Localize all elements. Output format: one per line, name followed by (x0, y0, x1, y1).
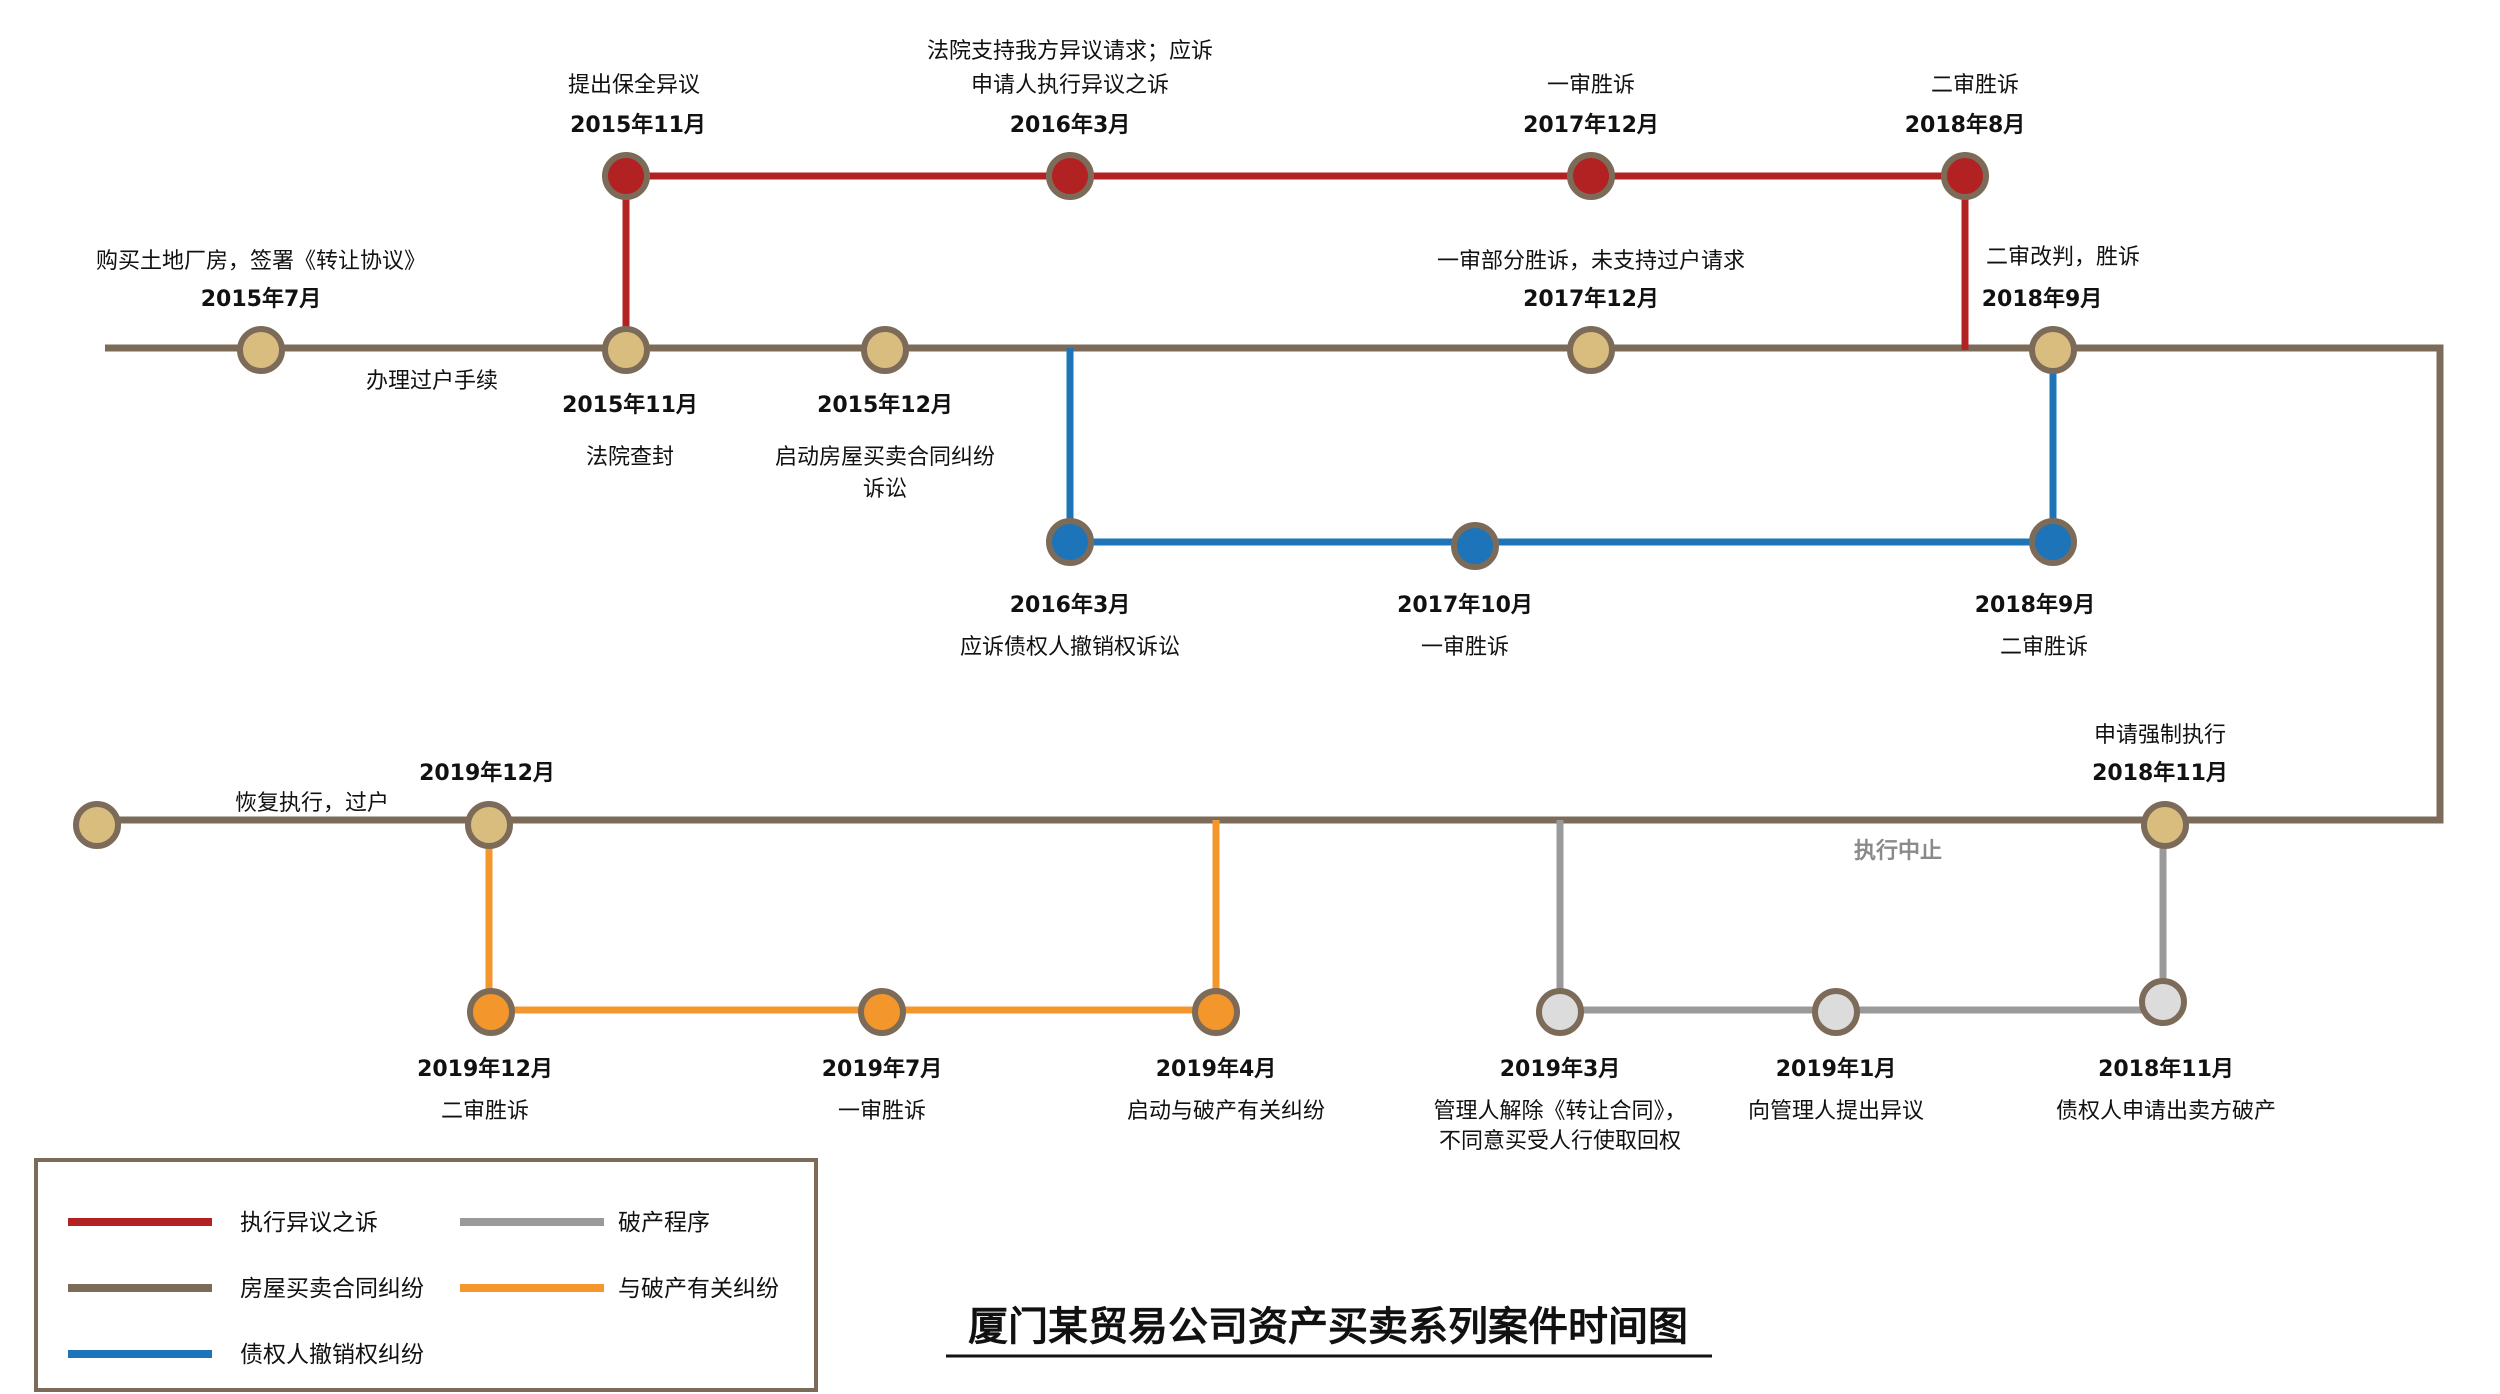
event-date: 2018年9月 (1975, 592, 2096, 618)
event-label: 二审改判，胜诉 (1986, 245, 2140, 270)
event-date: 2019年12月 (419, 760, 555, 786)
event-date: 2015年11月 (562, 392, 698, 418)
event-label: 购买土地厂房，签署《转让协议》 (96, 249, 426, 274)
event-date: 2017年12月 (1523, 112, 1659, 138)
node-end (73, 801, 121, 849)
event-label: 诉讼 (863, 477, 907, 502)
node-red-second-instance (1941, 152, 1989, 200)
event-label: 提出保全异议 (568, 73, 700, 98)
event-label: 启动与破产有关纠纷 (1127, 1099, 1325, 1124)
event-date: 2015年11月 (570, 112, 706, 138)
event-label: 应诉债权人撤销权诉讼 (960, 635, 1180, 660)
event-label: 恢复执行，过户 (235, 791, 389, 816)
node-orange-first-instance (858, 988, 906, 1036)
node-purchase-2015-07 (237, 326, 285, 374)
event-label: 二审胜诉 (441, 1099, 529, 1124)
event-date: 2017年12月 (1523, 286, 1659, 312)
event-date: 2016年3月 (1010, 112, 1131, 138)
node-blue-second-instance (2029, 518, 2077, 566)
legend-label: 债权人撤销权纠纷 (240, 1342, 424, 1368)
event-date: 2018年8月 (1905, 112, 2026, 138)
event-date: 2016年3月 (1010, 592, 1131, 618)
node-first-instance-2017-12 (1567, 326, 1615, 374)
node-bankruptcy-application (2139, 978, 2187, 1026)
node-appeal-win-2018-09 (2029, 326, 2077, 374)
event-label: 启动房屋买卖合同纠纷 (775, 445, 995, 470)
event-date: 2015年12月 (817, 392, 953, 418)
diagram-title: 厦门某贸易公司资产买卖系列案件时间图 (968, 1304, 1688, 1350)
event-label: 申请强制执行 (2094, 723, 2226, 748)
node-revocation-respond (1046, 518, 1094, 566)
node-preservation-objection (602, 152, 650, 200)
event-label: 申请人执行异议之诉 (971, 73, 1169, 98)
node-objection-upheld (1046, 152, 1094, 200)
node-resume-2019-12 (465, 801, 513, 849)
event-date: 2018年11月 (2092, 760, 2228, 786)
legend-label: 破产程序 (618, 1210, 710, 1236)
execution-objection-line (622, 172, 1969, 350)
event-label: 办理过户手续 (366, 369, 498, 394)
node-objection-to-administrator (1812, 988, 1860, 1036)
event-date: 2015年7月 (201, 286, 322, 312)
bankruptcy-procedure-line (1556, 820, 2167, 1014)
contract-dispute-line (78, 344, 2444, 824)
event-date: 2018年11月 (2098, 1056, 2234, 1082)
event-label: 法院查封 (586, 445, 674, 470)
event-label: 管理人解除《转让合同》， (1433, 1099, 1686, 1124)
event-label: 一审胜诉 (1421, 635, 1509, 660)
event-date: 2019年12月 (417, 1056, 553, 1082)
node-blue-first-instance (1451, 522, 1499, 570)
event-date: 2019年7月 (822, 1056, 943, 1082)
event-label: 法院支持我方异议请求；应诉 (927, 39, 1213, 64)
timeline-nodes (73, 152, 2189, 1036)
legend-label: 执行异议之诉 (240, 1210, 378, 1236)
event-label: 向管理人提出异议 (1748, 1099, 1924, 1124)
node-contract-terminated (1536, 988, 1584, 1036)
node-contract-suit-2015-12 (861, 326, 909, 374)
diagram-title-group: 厦门某贸易公司资产买卖系列案件时间图 (946, 1304, 1712, 1358)
bankruptcy-dispute-line (485, 820, 1220, 1014)
event-label: 一审部分胜诉，未支持过户请求 (1437, 249, 1745, 274)
event-label: 二审胜诉 (2000, 635, 2088, 660)
event-date: 2019年4月 (1156, 1056, 1277, 1082)
event-date: 2018年9月 (1982, 286, 2103, 312)
node-enforcement-2018-11 (2141, 801, 2189, 849)
node-bankruptcy-dispute-start (1192, 988, 1240, 1036)
event-label: 二审胜诉 (1931, 73, 2019, 98)
creditor-revocation-line (1066, 348, 2057, 546)
timeline-lines (78, 172, 2444, 1014)
event-note: 执行中止 (1854, 838, 1942, 864)
node-orange-second-instance (467, 988, 515, 1036)
event-label: 一审胜诉 (1547, 73, 1635, 98)
event-date: 2019年3月 (1500, 1056, 1621, 1082)
event-date: 2017年10月 (1397, 592, 1533, 618)
timeline-labels: 购买土地厂房，签署《转让协议》 2015年7月 办理过户手续 2015年11月 … (96, 39, 2276, 1154)
node-red-first-instance (1567, 152, 1615, 200)
legend-label: 与破产有关纠纷 (618, 1276, 779, 1302)
event-label: 债权人申请出卖方破产 (2056, 1099, 2276, 1124)
event-date: 2019年1月 (1776, 1056, 1897, 1082)
node-seizure-2015-11 (602, 326, 650, 374)
legend: 执行异议之诉 破产程序 房屋买卖合同纠纷 与破产有关纠纷 债权人撤销权纠纷 (34, 1158, 818, 1392)
event-label: 不同意买受人行使取回权 (1439, 1129, 1681, 1154)
event-label: 一审胜诉 (838, 1099, 926, 1124)
legend-label: 房屋买卖合同纠纷 (240, 1276, 424, 1302)
